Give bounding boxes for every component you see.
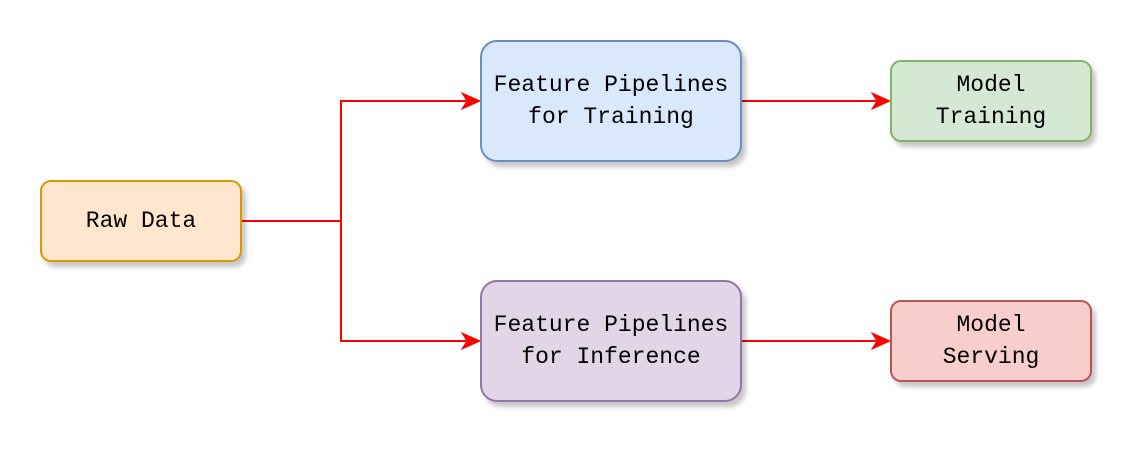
arrowhead-feature-pipelines-inference bbox=[460, 331, 482, 351]
edge-raw-data-to-feature-pipelines-inference bbox=[242, 220, 466, 342]
node-feature-pipelines-training-label: Feature Pipelines for Training bbox=[493, 72, 729, 130]
arrowhead-model-serving bbox=[870, 331, 892, 351]
node-feature-pipelines-training[interactable]: Feature Pipelines for Training bbox=[480, 40, 742, 162]
arrowhead-model-training bbox=[870, 91, 892, 111]
node-model-training[interactable]: Model Training bbox=[890, 60, 1092, 142]
node-model-serving-label: Model Serving bbox=[942, 312, 1040, 370]
node-raw-data-label: Raw Data bbox=[85, 208, 197, 234]
node-model-serving[interactable]: Model Serving bbox=[890, 300, 1092, 382]
node-feature-pipelines-inference[interactable]: Feature Pipelines for Inference bbox=[480, 280, 742, 402]
node-feature-pipelines-inference-label: Feature Pipelines for Inference bbox=[493, 312, 729, 370]
arrowhead-feature-pipelines-training bbox=[460, 91, 482, 111]
edge-raw-data-to-feature-pipelines-training bbox=[242, 100, 466, 222]
node-model-training-label: Model Training bbox=[935, 72, 1047, 130]
node-raw-data[interactable]: Raw Data bbox=[40, 180, 242, 262]
